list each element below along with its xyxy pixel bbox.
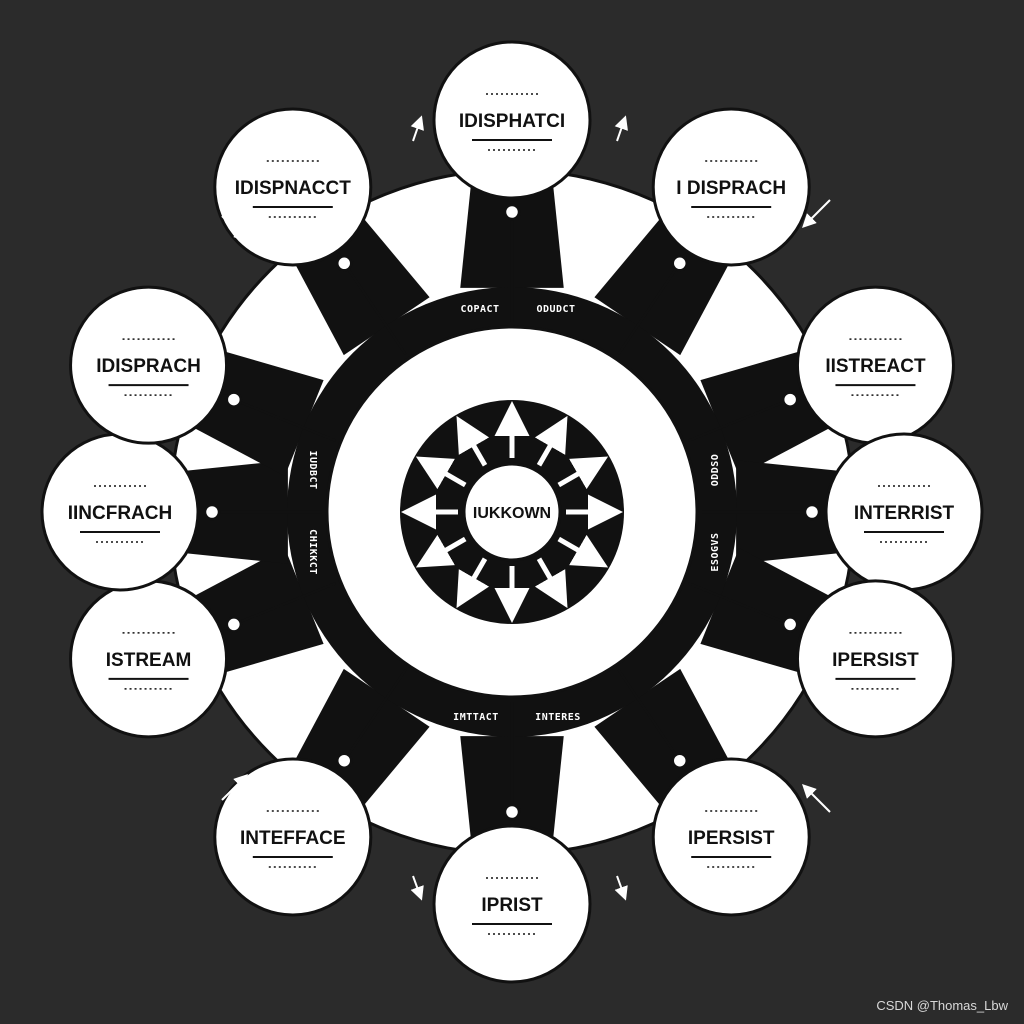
hub-spoke-arrow: [415, 534, 467, 568]
watermark: CSDN @Thomas_Lbw: [876, 998, 1008, 1013]
node-connector-line: [221, 582, 337, 631]
band-label-left-lower: CHIKKCT: [307, 529, 318, 575]
node-connector-line: [336, 668, 407, 772]
decor-arrow: [614, 115, 628, 142]
node-bottom[interactable]: IPRIST: [432, 824, 592, 984]
decor-arrow: [410, 115, 424, 142]
node-label: ISTREAM: [106, 650, 192, 671]
band-label-right-upper: ODDSO: [710, 454, 721, 487]
node-bottom-left[interactable]: INTEFFACE: [213, 757, 373, 917]
decor-arrow: [115, 602, 161, 619]
decor-arrow: [221, 774, 248, 801]
node-label: IDISPNACCT: [235, 178, 352, 199]
node-label: IPERSIST: [832, 650, 919, 671]
node-label: INTEFFACE: [240, 828, 346, 849]
node-connectors: [198, 198, 826, 826]
hub-spoke-arrow: [534, 415, 568, 467]
node-label: IPERSIST: [688, 828, 775, 849]
node-label: IDISPRACH: [96, 356, 201, 377]
node-label: IISTREACT: [825, 356, 926, 377]
hub-spoke-arrow: [456, 557, 490, 609]
hub-spoke-arrow: [557, 534, 609, 568]
connector-joint: [671, 255, 689, 272]
band-labels: COPACT ODUDCT IMTTACT INTERES IUDBCT CHI…: [307, 304, 721, 723]
outer-nodes: IDISPHATCI I DISPRACH IISTREACT INTERRIST IP…: [40, 40, 984, 984]
node-label: INTERRIST: [854, 503, 955, 524]
center-node[interactable]: IUKKOWN: [462, 462, 562, 562]
node-connector-line: [617, 668, 688, 772]
connector-joint: [203, 503, 221, 521]
decor-arrow: [221, 215, 248, 242]
band-label-top-right: ODUDCT: [536, 304, 575, 315]
connector-joint: [503, 203, 521, 221]
outer-arrows: [115, 115, 915, 901]
connector-joint: [781, 391, 799, 408]
hub-spoke-arrow: [557, 456, 609, 490]
node-connector-line: [687, 393, 803, 442]
node-label: I DISPRACH: [676, 178, 786, 199]
node-left[interactable]: IINCFRACH: [40, 432, 200, 592]
node-connector-line: [336, 252, 407, 356]
decor-arrow: [614, 875, 628, 901]
node-label: IPRIST: [481, 895, 543, 916]
connector-joint: [671, 752, 689, 769]
hub-spoke-arrow: [456, 415, 490, 467]
node-label: IDISPHATCI: [459, 111, 565, 132]
node-top-left[interactable]: IDISPNACCT: [213, 107, 373, 267]
node-right-lower[interactable]: IPERSIST: [795, 579, 955, 739]
connector-joint: [225, 391, 243, 408]
node-bottom-right[interactable]: IPERSIST: [651, 757, 811, 917]
decor-arrow: [410, 875, 424, 901]
node-connector-line: [221, 393, 337, 442]
band-label-bottom-right: INTERES: [535, 712, 581, 723]
center-node-label: IUKKOWN: [473, 505, 551, 522]
node-connector-line: [617, 252, 688, 356]
decor-arrow: [875, 602, 915, 619]
hub-spokes: [401, 401, 623, 623]
node-right[interactable]: INTERRIST: [824, 432, 984, 592]
node-top-right[interactable]: I DISPRACH: [651, 107, 811, 267]
connector-joint: [781, 616, 799, 633]
decor-arrow: [802, 784, 831, 813]
band-label-right-lower: ESOGVS: [710, 532, 721, 571]
node-connector-line: [687, 582, 803, 631]
connector-joint: [503, 803, 521, 821]
node-left-lower[interactable]: ISTREAM: [69, 579, 229, 739]
hub-spoke-arrow: [415, 456, 467, 490]
band-label-bottom-left: IMTTACT: [453, 712, 499, 723]
hub-spoke-arrow: [534, 557, 568, 609]
node-top[interactable]: IDISPHATCI: [432, 40, 592, 200]
connector-joint: [803, 503, 821, 521]
connector-joint: [225, 616, 243, 633]
node-label: IINCFRACH: [68, 503, 173, 524]
node-right-upper[interactable]: IISTREACT: [795, 285, 955, 445]
node-left-upper[interactable]: IDISPRACH: [69, 285, 229, 445]
band-label-left-upper: IUDBCT: [307, 450, 318, 489]
connector-joint: [335, 752, 353, 769]
decor-arrow: [802, 199, 831, 228]
band-label-top-left: COPACT: [460, 304, 499, 315]
connector-joint: [335, 255, 353, 272]
